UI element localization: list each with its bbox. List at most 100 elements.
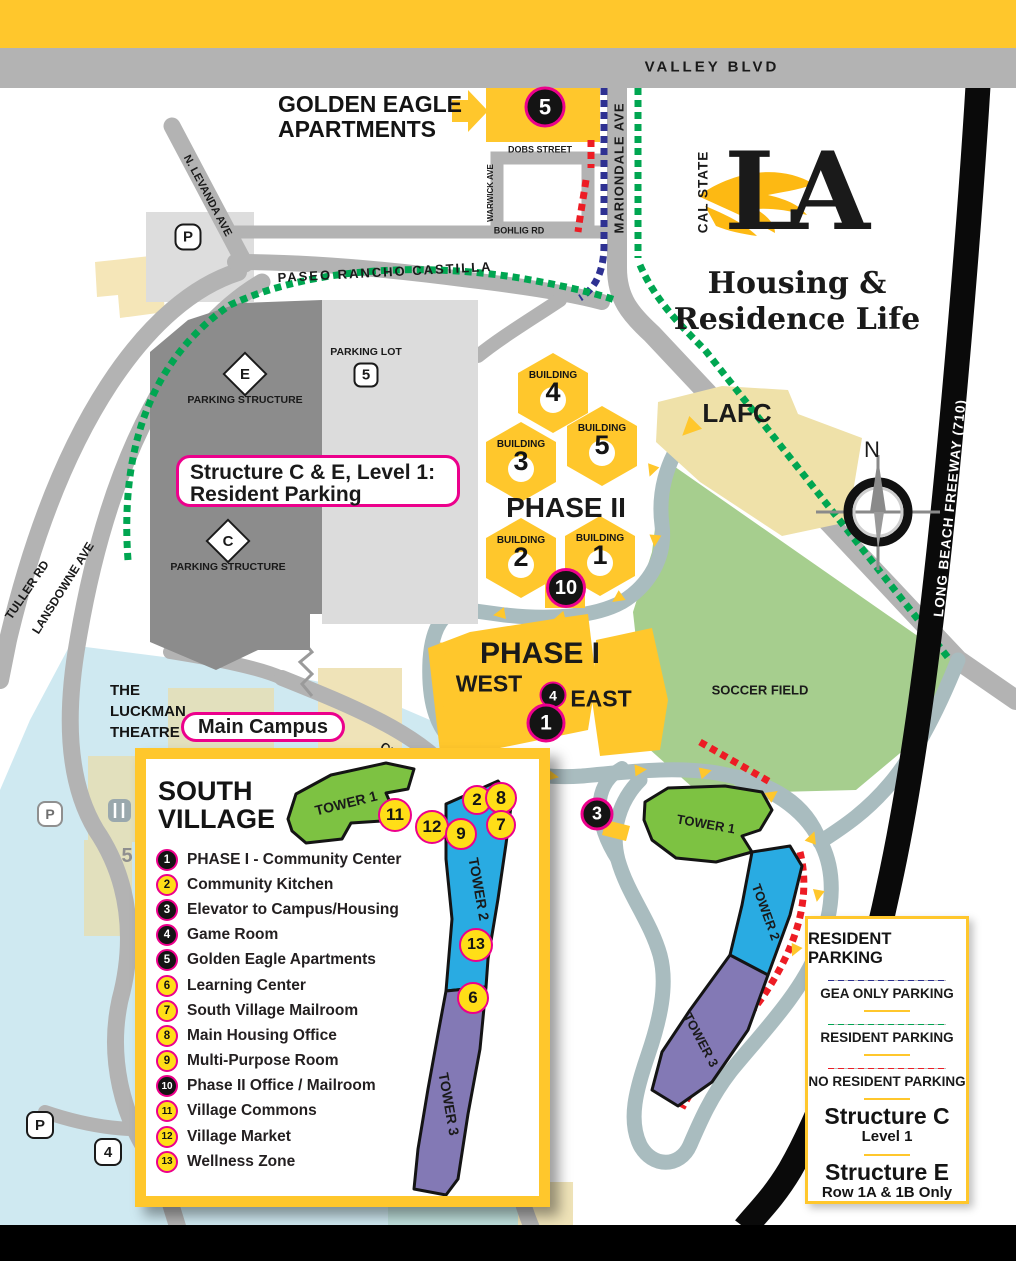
b2-num: 2 <box>513 542 529 573</box>
phase1-title: PHASE I <box>479 637 601 670</box>
p-badge-campus: P <box>37 801 63 827</box>
logo-housing-line2: Residence Life <box>673 302 921 337</box>
legend-structure-c-sub: Level 1 <box>861 1128 913 1145</box>
legend-divider <box>864 1154 910 1156</box>
item-badge: 1 <box>156 848 178 871</box>
phase1-east: EAST <box>570 685 632 712</box>
phase2-b3: BUILDING 3 <box>497 439 545 477</box>
list-item: 4 Game Room <box>156 923 401 948</box>
soccer-field-label: SOCCER FIELD <box>711 682 809 698</box>
inset-badge-7: 7 <box>486 810 516 840</box>
south-village-list: 1 PHASE I - Community Center 2 Community K… <box>156 847 401 1174</box>
legend-structure-e: Structure E <box>825 1159 949 1185</box>
street-bohlig: BOHLIG RD <box>493 225 545 236</box>
street-mariondale: MARIONDALE AVE <box>611 102 627 234</box>
badge-3: 3 <box>580 797 614 831</box>
legend-divider <box>864 1054 910 1056</box>
freeway <box>735 85 991 1236</box>
list-item: 8 Main Housing Office <box>156 1023 401 1048</box>
gea-title-line2: APARTMENTS <box>278 116 437 142</box>
item-badge: 2 <box>156 873 178 896</box>
parking-lot-5-badge: 5 <box>353 362 379 388</box>
phase2-b4: BUILDING 4 <box>529 370 577 405</box>
p-badge-bottom: P <box>26 1111 54 1139</box>
item-label: Community Kitchen <box>187 875 334 893</box>
structure-e-letter: E <box>239 365 250 383</box>
main-campus-label: Main Campus <box>197 715 329 738</box>
campus-loop-roads <box>422 424 966 1170</box>
item-label: PHASE I - Community Center <box>187 850 402 868</box>
structure-c-letter: C <box>222 532 234 550</box>
b3-num: 3 <box>513 446 529 477</box>
phase2-b1: BUILDING 1 <box>576 533 624 571</box>
logo-cal-state: CAL STATE <box>695 150 711 234</box>
b5-num: 5 <box>594 430 610 461</box>
b5-word: BUILDING <box>577 423 627 435</box>
structure-callout-line2: Resident Parking <box>190 483 362 506</box>
sv-title-line2: VILLAGE <box>158 804 276 834</box>
inset-badge-6: 6 <box>457 982 489 1014</box>
resident-parking-legend: RESIDENT PARKING GEA ONLY PARKING RESIDE… <box>805 916 969 1204</box>
phase2-title: PHASE II <box>506 492 626 523</box>
legend-title: RESIDENT PARKING <box>808 930 892 967</box>
structure-callout-line1: Structure C & E, Level 1: <box>190 461 436 484</box>
soccer-field <box>633 462 955 794</box>
inset-badge-12: 12 <box>415 810 449 844</box>
structure-c-label: PARKING STRUCTURE <box>170 560 286 573</box>
p-badge-top: P <box>174 223 202 251</box>
gea-arrow <box>452 90 488 132</box>
item-label: Game Room <box>187 926 279 944</box>
gea-badge-5: 5 <box>524 86 566 128</box>
street-warwick: WARWICK AVE <box>486 164 495 222</box>
badge-1: 1 <box>526 703 566 743</box>
inset-badge-11: 11 <box>378 798 412 832</box>
item-label: Main Housing Office <box>187 1026 337 1044</box>
item-label: South Village Mailroom <box>187 1001 359 1019</box>
item-label: Village Commons <box>187 1102 317 1120</box>
gea-title: GOLDEN EAGLE APARTMENTS <box>278 92 462 142</box>
compass-n: N <box>864 437 880 462</box>
item-badge: 7 <box>156 999 178 1022</box>
item-badge: 6 <box>156 974 178 997</box>
no-resident-dash-swatch <box>828 1065 946 1071</box>
legend-divider <box>864 1098 910 1100</box>
gea-dash-swatch <box>828 977 946 983</box>
inset-badge-13: 13 <box>459 928 493 962</box>
dining-icon <box>108 799 131 822</box>
b1-num: 1 <box>592 540 608 571</box>
lafc-label: LAFC <box>702 398 772 428</box>
item-badge: 3 <box>156 898 178 921</box>
list-item: 6 Learning Center <box>156 973 401 998</box>
b2-word: BUILDING <box>496 535 546 547</box>
towers-map <box>602 784 804 1108</box>
item-label: Learning Center <box>187 976 306 994</box>
item-badge: 4 <box>156 924 178 947</box>
list-item: 3 Elevator to Campus/Housing <box>156 897 401 922</box>
item-badge: 11 <box>156 1100 178 1123</box>
inset-badge-9: 9 <box>445 818 477 850</box>
luckman-line3: THEATRE <box>110 724 180 741</box>
item-badge: 5 <box>156 949 178 972</box>
badge-10: 10 <box>546 568 586 608</box>
lafc-building <box>656 386 862 536</box>
luckman-line2: LUCKMAN <box>110 703 186 720</box>
phase2-buildings <box>486 353 637 608</box>
legend-structure-e-sub: Row 1A & 1B Only <box>821 1184 953 1201</box>
inset-badge-8: 8 <box>485 782 517 814</box>
item-label: Multi-Purpose Room <box>187 1052 339 1070</box>
valley-blvd-road <box>0 48 1016 88</box>
south-village-title: SOUTH VILLAGE <box>158 777 275 833</box>
item-label: Elevator to Campus/Housing <box>187 900 399 918</box>
item-badge: 8 <box>156 1024 178 1047</box>
item-label: Phase II Office / Mailroom <box>187 1077 376 1095</box>
resident-dash-swatch <box>828 1021 946 1027</box>
compass <box>816 455 940 570</box>
top-gold-band <box>0 0 1016 48</box>
main-campus-callout: Main Campus <box>181 712 345 742</box>
south-village-inset: SOUTH VILLAGE TOWER 1 TOWER 2 TOWER 3 11… <box>135 748 550 1207</box>
campus-num-5: 5 <box>121 845 133 867</box>
